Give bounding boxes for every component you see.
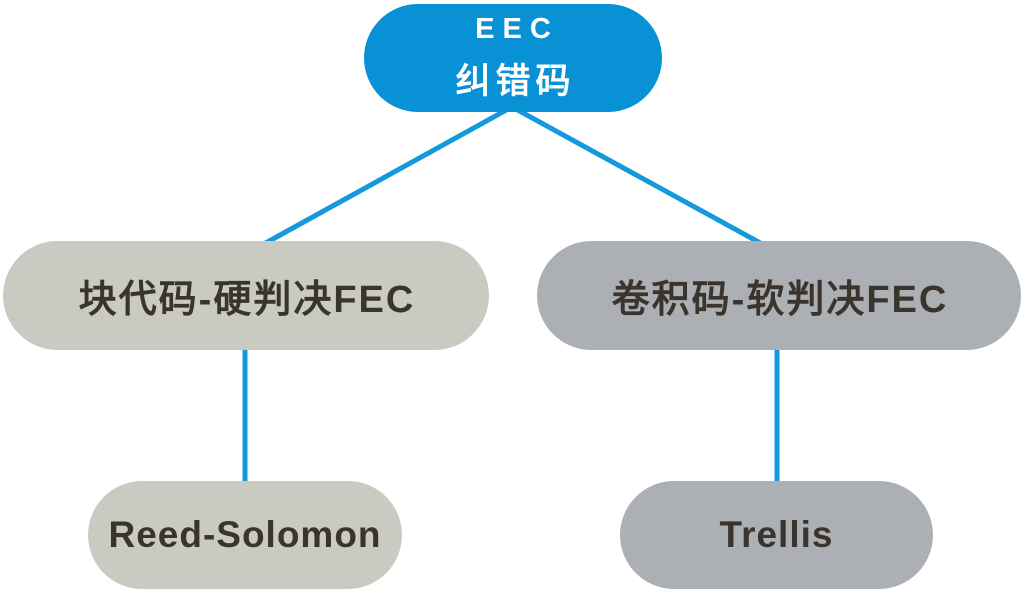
connector-root-to-block (260, 105, 512, 248)
node-eec-label-line2: 纠错码 (455, 61, 576, 101)
node-reed-solomon: Reed-Solomon (88, 481, 402, 589)
node-block-code-hard-fec: 块代码-硬判决FEC (3, 241, 489, 350)
node-trellis: Trellis (620, 481, 933, 589)
node-trellis-label: Trellis (719, 514, 834, 555)
node-conv-code-soft-fec-label: 卷积码-软判决FEC (611, 279, 949, 321)
node-conv-code-soft-fec: 卷积码-软判决FEC (537, 241, 1021, 350)
node-block-code-hard-fec-label: 块代码-硬判决FEC (78, 279, 416, 321)
node-eec-root: EEC 纠错码 (364, 4, 662, 112)
connector-root-to-conv (512, 105, 766, 248)
node-reed-solomon-label: Reed-Solomon (108, 514, 382, 555)
node-eec-label-line1: EEC (475, 12, 559, 45)
